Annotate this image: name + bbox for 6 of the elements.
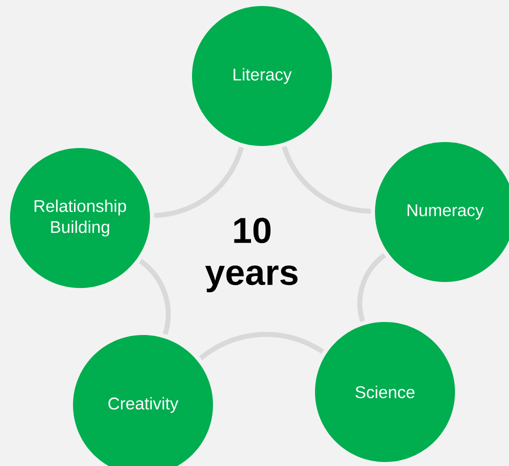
ring-arc bbox=[138, 259, 171, 335]
ring-arc bbox=[282, 146, 371, 214]
center-label: 10 years bbox=[205, 218, 298, 292]
ring-arc bbox=[154, 146, 244, 218]
ring-arc bbox=[199, 332, 324, 360]
ring-arc bbox=[357, 253, 386, 322]
